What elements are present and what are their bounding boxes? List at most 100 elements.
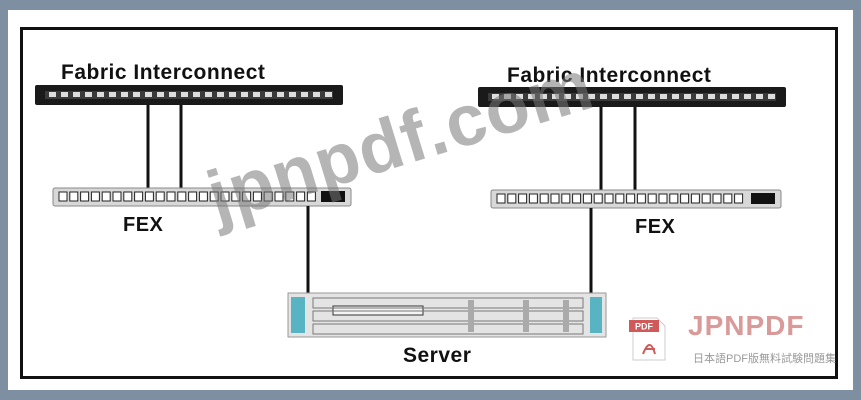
jpnpdf-logo-text: JPNPDF: [688, 310, 805, 341]
port: [112, 191, 122, 202]
port: [80, 191, 90, 202]
port: [744, 94, 751, 99]
port: [220, 191, 230, 202]
port: [188, 191, 198, 202]
port: [325, 92, 332, 97]
port: [109, 92, 116, 97]
port: [604, 193, 614, 204]
port: [600, 94, 607, 99]
port: [528, 94, 535, 99]
port: [97, 92, 104, 97]
port: [658, 193, 668, 204]
port: [85, 92, 92, 97]
port: [289, 92, 296, 97]
port: [306, 191, 316, 202]
left-fex-label: FEX: [123, 214, 164, 236]
port: [263, 191, 273, 202]
port: [274, 191, 284, 202]
server-cables: [306, 206, 593, 295]
port: [229, 92, 236, 97]
port: [133, 92, 140, 97]
port: [277, 92, 284, 97]
port: [696, 94, 703, 99]
port: [720, 94, 727, 99]
port: [636, 94, 643, 99]
left-interconnect-label: Fabric Interconnect: [61, 61, 266, 84]
port: [134, 191, 144, 202]
port: [648, 94, 655, 99]
port: [313, 92, 320, 97]
pdf-logo-icon: PDF: [629, 317, 666, 361]
port: [166, 191, 176, 202]
port: [155, 191, 165, 202]
port: [265, 92, 272, 97]
network-diagram: [35, 85, 786, 338]
port: [121, 92, 128, 97]
port: [209, 191, 219, 202]
port: [660, 94, 667, 99]
port: [123, 191, 133, 202]
port: [615, 193, 625, 204]
port: [516, 94, 523, 99]
port: [69, 191, 79, 202]
port: [231, 191, 241, 202]
port: [157, 92, 164, 97]
port: [217, 92, 224, 97]
port: [768, 94, 775, 99]
port: [205, 92, 212, 97]
server-device: [287, 292, 607, 338]
port: [612, 94, 619, 99]
port: [564, 94, 571, 99]
screenshot-frame: Fabric Interconnect Fabric Interconnect …: [8, 10, 853, 390]
port: [193, 92, 200, 97]
port: [145, 92, 152, 97]
port: [672, 94, 679, 99]
port: [576, 94, 583, 99]
port: [684, 94, 691, 99]
port: [177, 191, 187, 202]
port: [90, 191, 100, 202]
port: [690, 193, 700, 204]
port: [285, 191, 295, 202]
port: [169, 92, 176, 97]
port: [507, 193, 517, 204]
port: [540, 94, 547, 99]
port: [701, 193, 711, 204]
port: [528, 193, 538, 204]
port: [252, 191, 262, 202]
diagram-border: Fabric Interconnect Fabric Interconnect …: [20, 27, 838, 379]
left-fex-device: [52, 187, 352, 207]
port: [144, 191, 154, 202]
port: [626, 193, 636, 204]
port: [734, 193, 744, 204]
server-label: Server: [403, 344, 472, 367]
port: [518, 193, 528, 204]
port: [550, 193, 560, 204]
pdf-badge-text: PDF: [635, 322, 654, 332]
port: [73, 92, 80, 97]
port: [561, 193, 571, 204]
port: [181, 92, 188, 97]
left-fabric-interconnect-switch: [35, 85, 343, 105]
jpnpdf-logo-tagline: 日本語PDF版無料試験問題集: [693, 353, 836, 365]
port: [712, 193, 722, 204]
port: [593, 193, 603, 204]
right-interconnect-label: Fabric Interconnect: [507, 64, 712, 87]
port: [253, 92, 260, 97]
right-fex-label: FEX: [635, 216, 676, 238]
port: [58, 191, 68, 202]
port: [647, 193, 657, 204]
port: [588, 94, 595, 99]
port: [241, 92, 248, 97]
port: [572, 193, 582, 204]
port: [198, 191, 208, 202]
port: [708, 94, 715, 99]
right-fabric-interconnect-switch: [478, 87, 786, 107]
right-fex-device: [490, 189, 782, 209]
port: [61, 92, 68, 97]
port: [49, 92, 56, 97]
port: [496, 193, 506, 204]
port: [296, 191, 306, 202]
port: [624, 94, 631, 99]
port: [636, 193, 646, 204]
